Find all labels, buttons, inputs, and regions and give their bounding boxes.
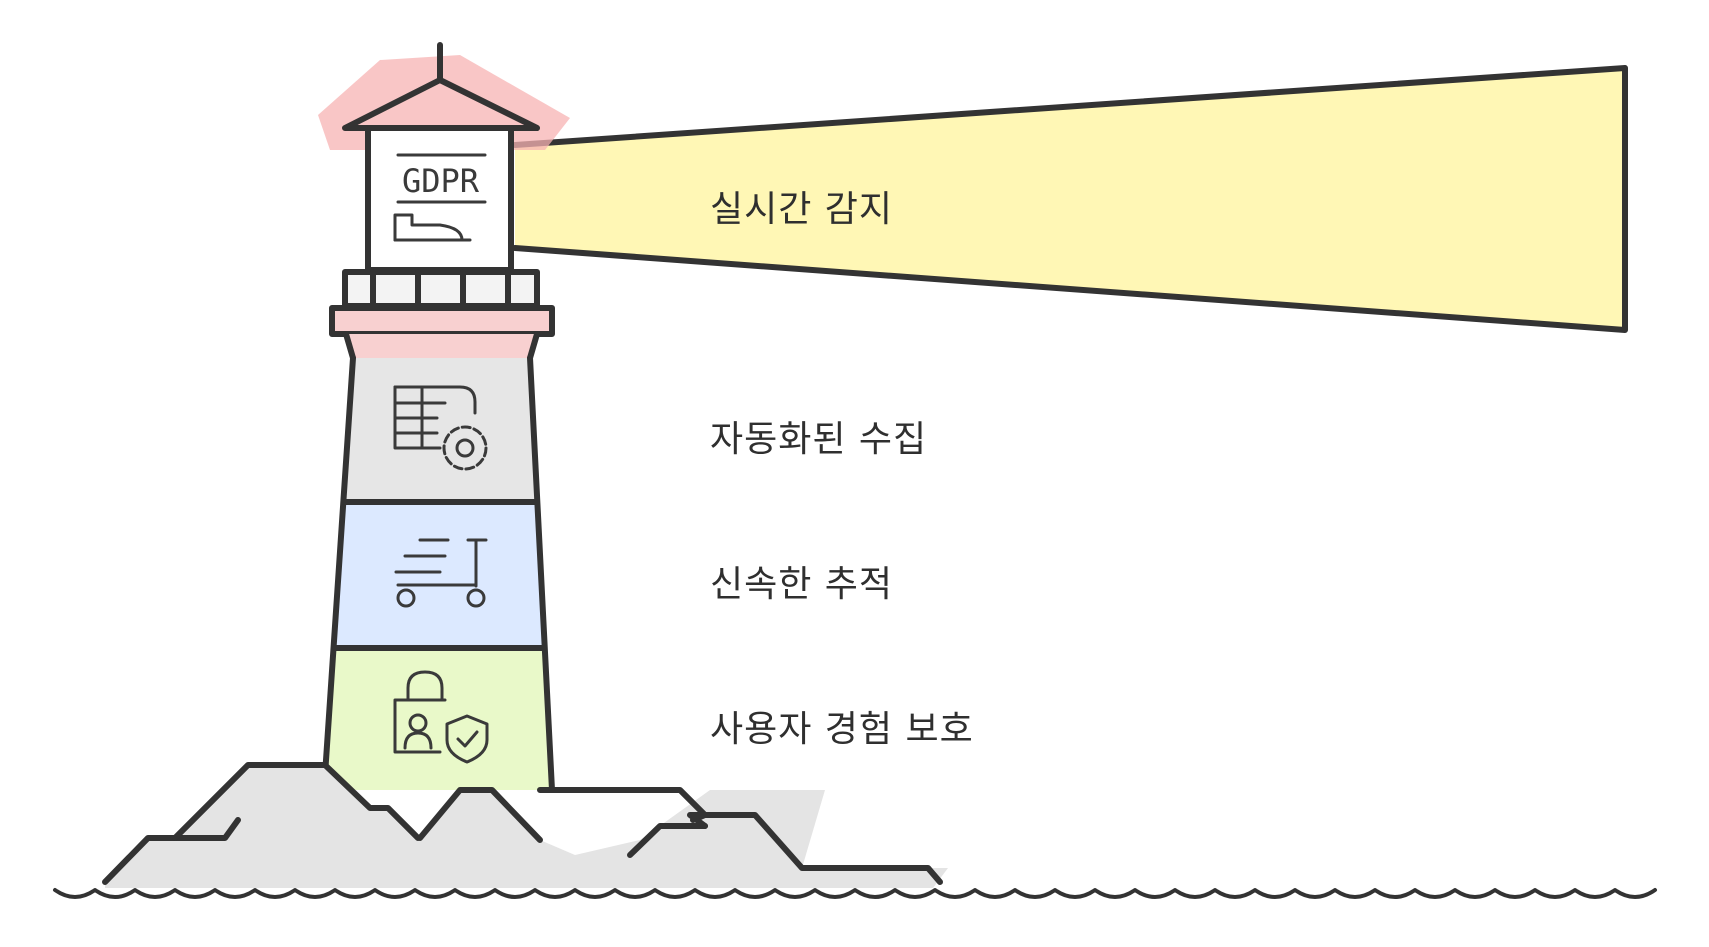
level-label-rapid-tracking: 신속한 추적	[710, 564, 894, 605]
water-line	[53, 888, 1657, 899]
level-label-automated-collection: 자동화된 수집	[710, 419, 928, 460]
user-lock-shield-icon	[393, 670, 489, 764]
beam-label: 실시간 감지	[710, 189, 894, 230]
tower-section-3	[324, 648, 552, 790]
database-gear-icon	[393, 385, 488, 471]
lantern-sign-text: GDPR	[402, 162, 480, 200]
tower-outline	[321, 355, 555, 793]
rocks	[102, 762, 948, 888]
level-label-user-experience-protection: 사용자 경험 보호	[710, 709, 974, 750]
light-beam	[512, 65, 1628, 333]
lighthouse-gallery	[329, 269, 555, 361]
tower-section-1	[344, 358, 537, 502]
tower-section-2	[335, 502, 544, 648]
lantern-room: GDPR	[365, 125, 514, 273]
scooter-icon	[394, 538, 488, 608]
